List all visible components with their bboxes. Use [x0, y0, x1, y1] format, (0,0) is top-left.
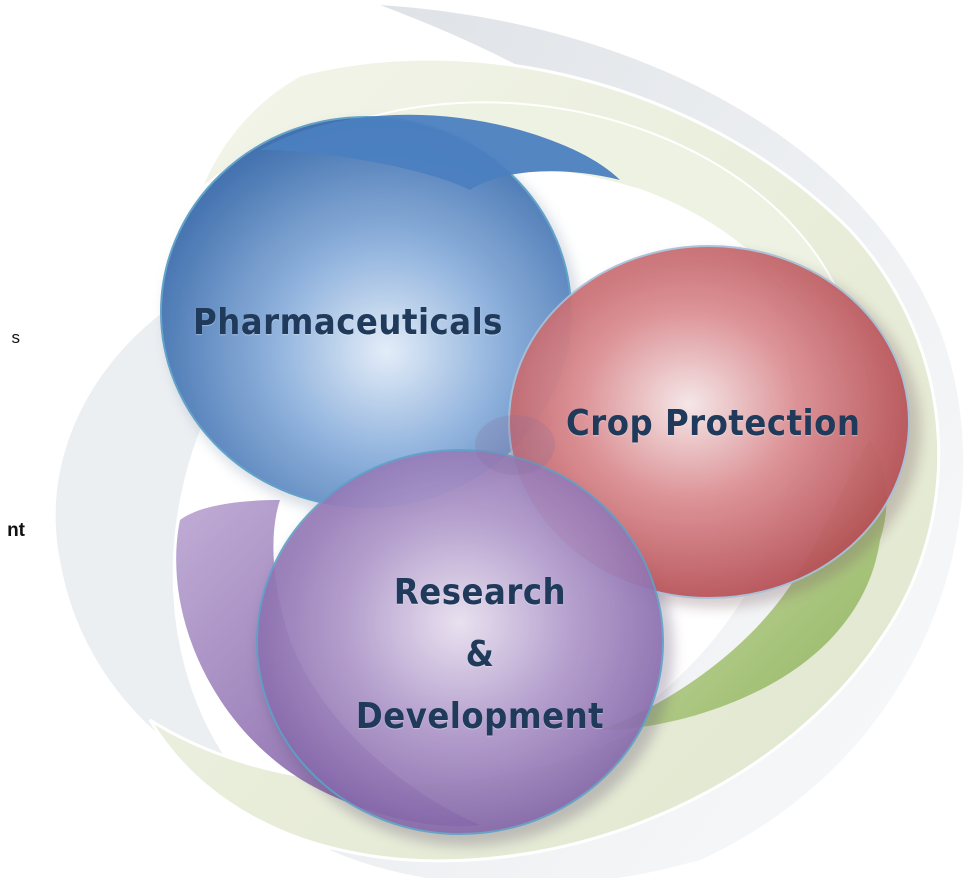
circle-research-development: [256, 449, 664, 835]
circle-crop-protection: [508, 245, 910, 599]
label-ampersand: &: [465, 634, 495, 675]
cropped-text-fragment-lower: nt: [7, 520, 25, 541]
overlap-highlight: [475, 415, 555, 475]
cropped-text-fragment-upper: s: [11, 328, 21, 347]
blue-top-arc: [260, 114, 620, 190]
purple-swoosh: [176, 500, 480, 827]
label-crop-protection: Crop Protection: [566, 403, 861, 444]
label-pharmaceuticals: Pharmaceuticals: [193, 302, 503, 343]
label-research-development: Research & Development: [320, 562, 640, 748]
label-development: Development: [355, 696, 605, 737]
background-swirl-left: [55, 300, 250, 790]
label-research: Research: [393, 572, 567, 613]
